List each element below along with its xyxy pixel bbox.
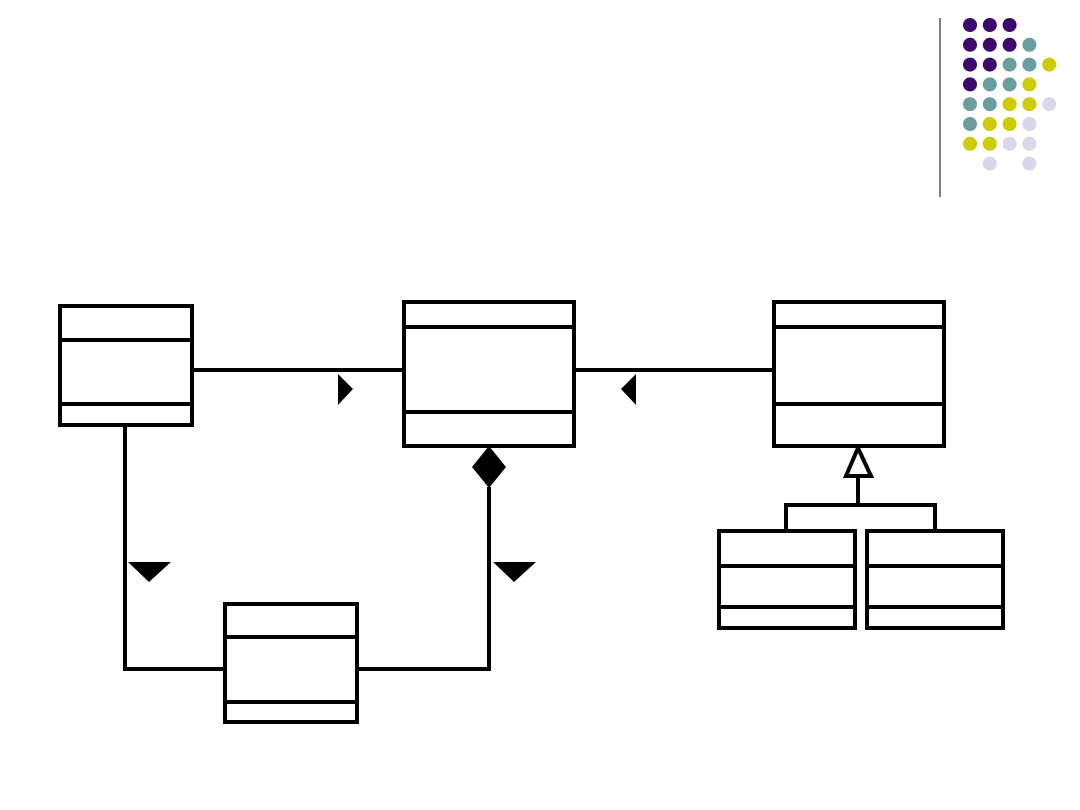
decorative-dot: [963, 97, 977, 112]
class-center: [402, 300, 576, 448]
association-left-bottom: [123, 425, 225, 671]
decorative-dot: [1002, 37, 1017, 52]
decorative-dot: [1022, 136, 1037, 151]
decorative-dot: [1042, 57, 1057, 72]
relationship-markers: [128, 374, 875, 582]
decorative-dot: [982, 77, 997, 92]
direction-arrow-right-icon: [338, 374, 353, 405]
decorative-dot: [1002, 136, 1017, 151]
decorative-dot: [1022, 117, 1037, 131]
class-bottom: [223, 602, 359, 724]
composition-diamond-icon: [472, 446, 506, 488]
composition-bottom-center: [357, 487, 491, 671]
connections: [123, 368, 937, 671]
decorative-dot: [1022, 57, 1037, 72]
decorative-dot: [1022, 77, 1037, 92]
dot-grid: [963, 18, 1057, 171]
decorative-dot: [982, 18, 997, 32]
decorative-dot: [1002, 77, 1017, 92]
decorative-dot: [1022, 156, 1037, 171]
decorative-dot: [982, 136, 997, 151]
generalization-triangle-icon: [842, 443, 875, 478]
decorative-dot: [1042, 97, 1057, 112]
decorative-dot: [1022, 37, 1037, 52]
class-subclass-left: [717, 529, 857, 630]
decorative-dot: [982, 117, 997, 131]
class-left: [58, 304, 194, 427]
decorative-dot: [963, 77, 977, 92]
uml-diagram: [58, 300, 1005, 724]
class-right-parent: [772, 300, 946, 448]
direction-arrow-down-icon: [128, 562, 171, 582]
decorative-dot: [982, 37, 997, 52]
decorative-dot: [963, 18, 977, 32]
decorative-dot: [963, 117, 977, 131]
generalization-branch: [784, 503, 937, 531]
direction-arrow-down-icon: [493, 562, 536, 582]
decorative-dot: [982, 97, 997, 112]
decorative-dot: [982, 57, 997, 72]
decorative-dot: [1002, 97, 1017, 112]
decorative-dot: [982, 156, 997, 171]
decorative-dot: [963, 136, 977, 151]
decorative-dot: [1002, 18, 1017, 32]
class-subclass-right: [865, 529, 1005, 630]
decorative-dot: [963, 37, 977, 52]
decorative-dot: [963, 57, 977, 72]
decorative-dot: [1022, 97, 1037, 112]
direction-arrow-left-icon: [621, 374, 636, 405]
corner-decoration: [939, 18, 1057, 197]
decorative-dot: [1002, 57, 1017, 72]
decorative-dot: [1002, 117, 1017, 131]
